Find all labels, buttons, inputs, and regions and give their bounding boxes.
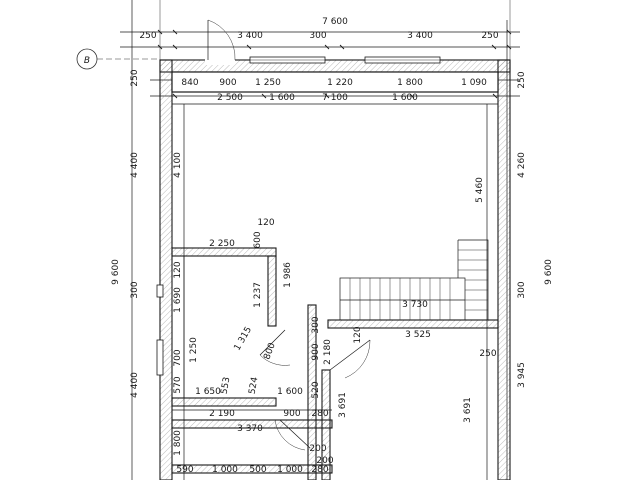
dim-row2-840: 840 (181, 78, 198, 88)
dim-900v: 900 (311, 343, 321, 360)
dim-row3-1600b: 1 600 (392, 93, 418, 103)
dim-1600: 1 600 (277, 387, 303, 397)
dim-300s: 300 (311, 316, 321, 333)
dim-row3-7100: 7 100 (322, 93, 348, 103)
interior-walls (171, 247, 499, 480)
dim-inner-4100: 4 100 (173, 152, 183, 178)
dim-3525: 3 525 (405, 330, 431, 340)
dim-1237: 1 237 (253, 282, 263, 308)
dimension-texts: 7 600 250 3 400 300 3 400 250 840 900 1 … (111, 17, 554, 475)
dim-row3-2500: 2 500 (217, 93, 243, 103)
dim-3691a: 3 691 (338, 392, 348, 418)
dim-1000b: 1 000 (277, 465, 303, 475)
dim-700: 700 (173, 349, 183, 366)
entry-door (205, 19, 236, 65)
axis-marker-b: B (76, 48, 160, 70)
dim-right-250-top: 250 (517, 71, 527, 88)
dim-row3-1600a: 1 600 (269, 93, 295, 103)
dim-1690: 1 690 (173, 287, 183, 313)
dim-570: 570 (173, 376, 183, 393)
dim-553: 553 (220, 376, 233, 395)
dim-right-9600: 9 600 (544, 259, 554, 285)
dim-top-total: 7 600 (322, 17, 348, 27)
dim-left-4400-bottom: 4 400 (130, 372, 140, 398)
dim-row2-900: 900 (219, 78, 236, 88)
dim-120c: 120 (353, 326, 363, 343)
dim-right-250-mid: 250 (479, 349, 496, 359)
dim-280a: 280 (311, 409, 328, 419)
staircase (339, 239, 489, 321)
left-window (156, 284, 164, 376)
dim-120b: 120 (173, 261, 183, 278)
axis-label: B (84, 56, 90, 66)
dim-800: 800 (262, 341, 277, 361)
dim-590: 590 (176, 465, 193, 475)
dim-1000a: 1 000 (212, 465, 238, 475)
dim-3370: 3 370 (237, 424, 263, 434)
dim-120a: 120 (257, 218, 274, 228)
dim-right-3945: 3 945 (517, 362, 527, 388)
dim-1986: 1 986 (283, 262, 293, 288)
dim-left-250: 250 (130, 69, 140, 86)
dim-row2-1250: 1 250 (255, 78, 281, 88)
dim-280b: 280 (311, 465, 328, 475)
dim-top-3400-left: 3 400 (237, 31, 263, 41)
top-windows (249, 56, 441, 64)
dim-left-4400-top: 4 400 (130, 152, 140, 178)
dim-1800v: 1 800 (173, 430, 183, 456)
dim-top-250-right: 250 (481, 31, 498, 41)
dim-top-3400-right: 3 400 (407, 31, 433, 41)
dim-top-300: 300 (309, 31, 326, 41)
dim-524: 524 (248, 376, 261, 395)
dim-row2-1090: 1 090 (461, 78, 487, 88)
dim-1250v: 1 250 (189, 337, 199, 363)
dim-1650: 1 650 (195, 387, 221, 397)
dim-200b: 200 (316, 456, 333, 466)
dim-200a: 200 (309, 444, 326, 454)
dim-1315: 1 315 (232, 325, 254, 352)
dim-900h: 900 (283, 409, 300, 419)
dim-3691b: 3 691 (463, 397, 473, 423)
dim-right-4260: 4 260 (517, 152, 527, 178)
dim-2180: 2 180 (323, 339, 333, 365)
dim-row2-1800: 1 800 (397, 78, 423, 88)
dim-2250: 2 250 (209, 239, 235, 249)
dim-left-9600: 9 600 (111, 259, 121, 285)
dim-right-300: 300 (517, 281, 527, 298)
dim-520: 520 (311, 381, 321, 398)
dim-top-250-left: 250 (139, 31, 156, 41)
dim-inner-5460: 5 460 (475, 177, 485, 203)
dim-left-300: 300 (130, 281, 140, 298)
dim-500: 500 (249, 465, 266, 475)
dim-2190: 2 190 (209, 409, 235, 419)
dim-600: 600 (253, 231, 263, 248)
dim-row2-1220: 1 220 (327, 78, 353, 88)
dim-3730: 3 730 (402, 300, 428, 310)
